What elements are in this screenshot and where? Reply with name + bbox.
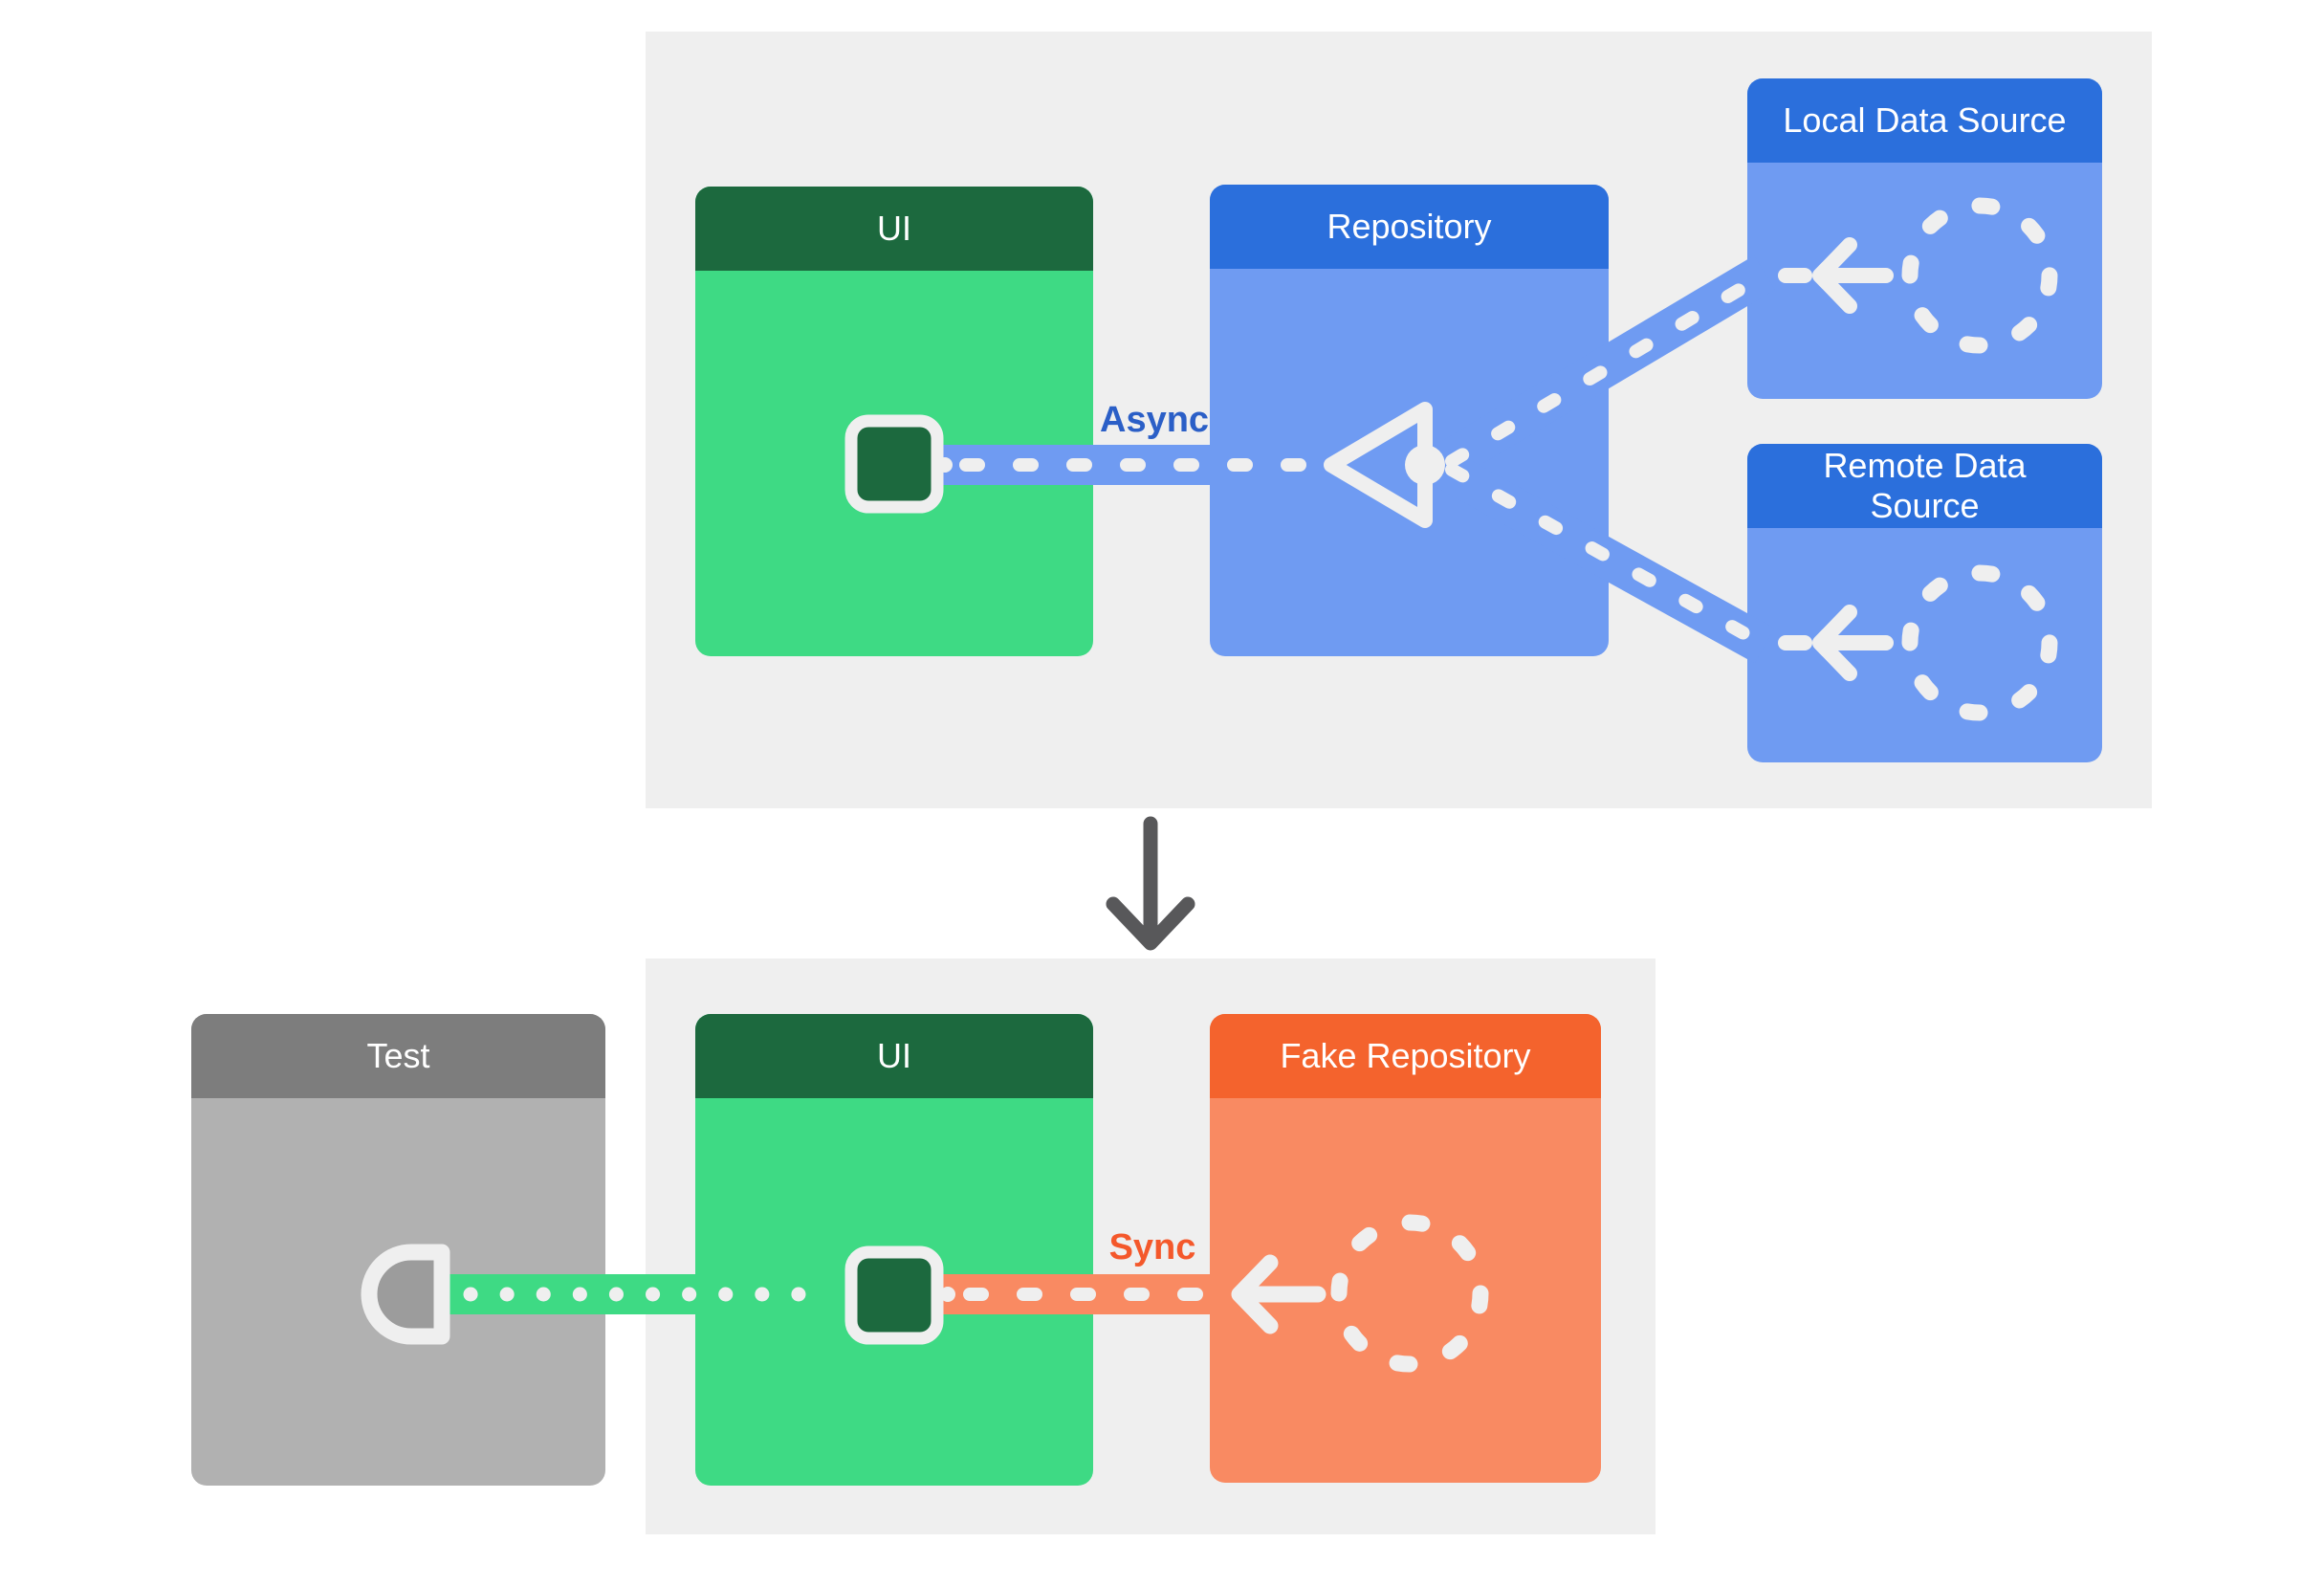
sync-label: Sync <box>1108 1227 1196 1267</box>
section-down-arrow-icon <box>1106 816 1195 951</box>
ui-box-bottom-title: UI <box>695 1014 1093 1098</box>
fake-repository-box: Fake Repository <box>1210 1014 1601 1483</box>
async-label: Async <box>1100 400 1210 440</box>
local-data-source-title: Local Data Source <box>1747 78 2102 163</box>
ui-box-top: UI <box>695 187 1093 656</box>
local-data-source-box: Local Data Source <box>1747 78 2102 399</box>
remote-data-source-box: Remote Data Source <box>1747 444 2102 762</box>
repository-box: Repository <box>1210 185 1609 656</box>
repository-box-title: Repository <box>1210 185 1609 269</box>
ui-box-bottom: UI <box>695 1014 1093 1486</box>
fake-repository-title: Fake Repository <box>1210 1014 1601 1098</box>
remote-data-source-title: Remote Data Source <box>1747 444 2102 528</box>
ui-box-top-title: UI <box>695 187 1093 271</box>
test-box-title: Test <box>191 1014 605 1098</box>
test-box: Test <box>191 1014 605 1486</box>
